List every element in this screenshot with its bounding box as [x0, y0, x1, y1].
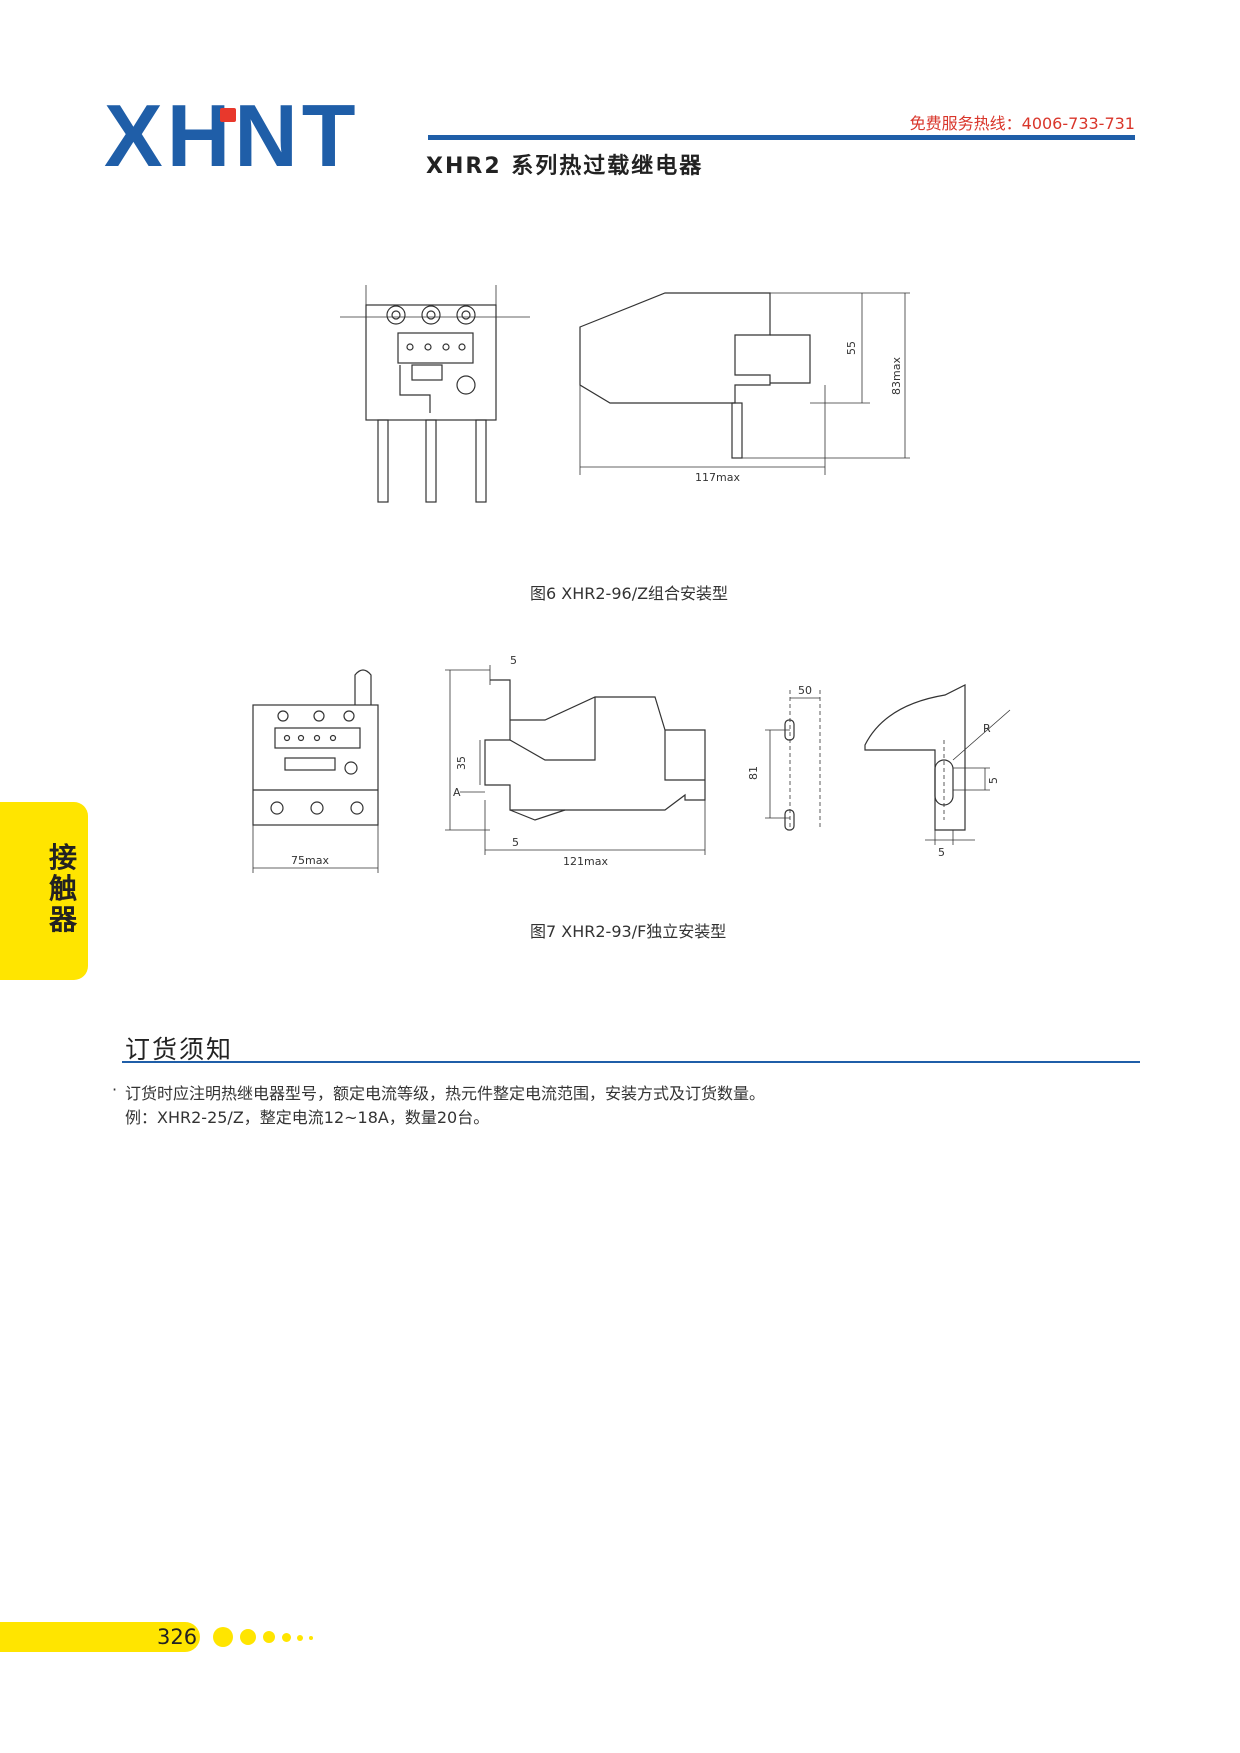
fig7-offset-bottom-label: 5 [512, 836, 519, 849]
order-info-bullet: · [112, 1080, 118, 1099]
footer-dot [263, 1631, 275, 1643]
fig6-height-label: 55 [845, 341, 858, 355]
fig6-side-body [579, 292, 771, 404]
fig7-slot-width: 5 [987, 777, 1000, 784]
fig7-detail-body [864, 684, 966, 831]
figure-6-drawing: 72max 117max 55 83max [340, 285, 910, 503]
order-info-title: 订货须知 [125, 1035, 234, 1064]
fig7-hole-spacing-h: 50 [798, 684, 812, 697]
logo-dot [220, 108, 236, 122]
fig7-ref-label: A [453, 786, 461, 799]
figure-7-caption: 图7 XHR2-93/F独立安装型 [530, 922, 727, 941]
category-side-tab-label: 接触器 [48, 841, 77, 936]
fig7-offset-top-label: 5 [510, 654, 517, 667]
fig7-front-body [252, 704, 379, 826]
footer-dot [297, 1635, 303, 1641]
fig7-width-label: 75max [291, 854, 329, 867]
footer-dot [213, 1627, 233, 1647]
fig7-hole-spacing-v: 81 [747, 766, 760, 780]
figure-6-caption: 图6 XHR2-96/Z组合安装型 [530, 584, 729, 603]
service-hotline: 免费服务热线：4006-733-731 [909, 114, 1135, 133]
order-info-rule [122, 1061, 1140, 1063]
header-rule [428, 135, 1135, 140]
brand-logo: XHNT [104, 92, 360, 180]
page-number: 326 [157, 1625, 198, 1649]
footer-dot [282, 1633, 291, 1642]
order-info-line-1: 订货时应注明热继电器型号，额定电流等级，热元件整定电流范围，安装方式及订货数量。 [125, 1084, 766, 1103]
footer-dot [240, 1629, 256, 1645]
fig6-length-label: 117max [695, 471, 740, 484]
fig7-slot-width-b: 5 [938, 846, 945, 859]
fig7-length-label: 121max [563, 855, 608, 868]
page-number-band [0, 1622, 200, 1652]
footer-dot [309, 1636, 313, 1640]
category-side-tab [0, 802, 88, 980]
fig7-height-label: 35 [455, 756, 468, 770]
figure-7-drawing: 75max 121max 5 5 35 A 50 81 5 5 R [252, 654, 1011, 873]
order-info-line-2: 例：XHR2-25/Z，整定电流12~18A，数量20台。 [125, 1108, 490, 1127]
page-title: XHR2 系列热过载继电器 [426, 154, 704, 179]
fig7-radius-label: R [983, 722, 991, 735]
fig7-side-body [484, 679, 706, 811]
fig6-total-height-label: 83max [890, 357, 903, 395]
brand-logo-text: XHNT [104, 86, 360, 185]
